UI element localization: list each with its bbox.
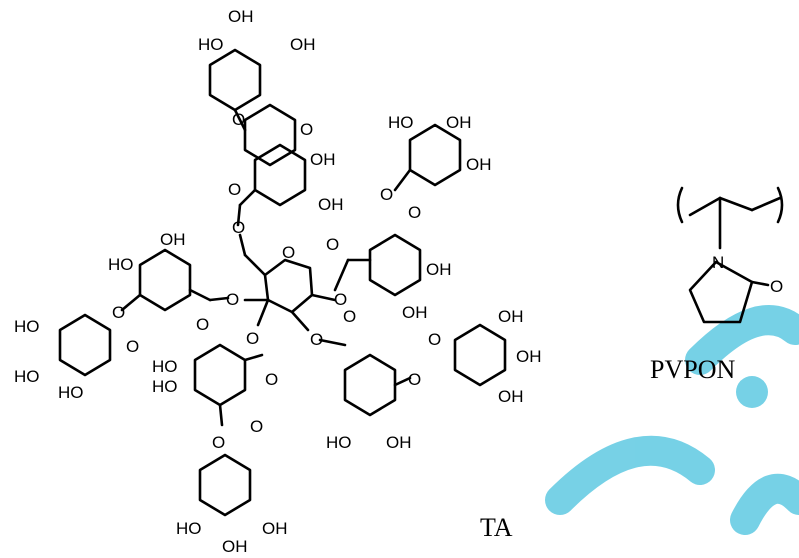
svg-text:O: O bbox=[250, 417, 263, 436]
svg-text:O: O bbox=[228, 180, 241, 199]
svg-text:O: O bbox=[334, 290, 347, 309]
svg-text:HO: HO bbox=[108, 255, 134, 274]
svg-text:HO: HO bbox=[152, 377, 178, 396]
gallate-ring-top1 bbox=[243, 103, 297, 167]
svg-text:OH: OH bbox=[386, 433, 412, 452]
svg-text:O: O bbox=[408, 203, 421, 222]
svg-text:OH: OH bbox=[426, 260, 452, 279]
svg-text:OH: OH bbox=[228, 7, 254, 26]
svg-text:O: O bbox=[408, 370, 421, 389]
svg-text:HO: HO bbox=[14, 367, 40, 386]
svg-text:HO: HO bbox=[152, 357, 178, 376]
gallate-ring-left bbox=[138, 248, 192, 312]
svg-text:OH: OH bbox=[318, 195, 344, 214]
svg-text:OH: OH bbox=[290, 35, 316, 54]
pyrrolidone-ring bbox=[688, 260, 754, 324]
gallate-ring-bottom bbox=[193, 343, 247, 407]
svg-text:O: O bbox=[380, 185, 393, 204]
svg-text:OH: OH bbox=[262, 519, 288, 538]
svg-text:O: O bbox=[212, 433, 225, 452]
gallate-ring-upper-right bbox=[408, 123, 462, 187]
svg-text:O: O bbox=[112, 303, 125, 322]
svg-text:HO: HO bbox=[198, 35, 224, 54]
ring-oxygen: O bbox=[282, 243, 295, 262]
svg-text:O: O bbox=[326, 235, 339, 254]
svg-text:O: O bbox=[226, 290, 239, 309]
label-pvpon: PVPON bbox=[650, 355, 735, 384]
label-ta: TA bbox=[480, 513, 513, 542]
svg-text:OH: OH bbox=[402, 303, 428, 322]
svg-text:OH: OH bbox=[310, 150, 336, 169]
svg-text:HO: HO bbox=[58, 383, 84, 402]
glucose-ring bbox=[263, 258, 314, 314]
svg-text:OH: OH bbox=[222, 537, 248, 556]
gallate-ring-lower-right bbox=[343, 353, 397, 417]
svg-text:OH: OH bbox=[498, 387, 524, 406]
svg-text:O: O bbox=[770, 277, 783, 296]
svg-text:O: O bbox=[126, 337, 139, 356]
svg-text:O: O bbox=[343, 307, 356, 326]
svg-text:O: O bbox=[265, 370, 278, 389]
svg-text:OH: OH bbox=[160, 230, 186, 249]
pvpon-structure: N O bbox=[676, 186, 784, 324]
svg-text:HO: HO bbox=[388, 113, 414, 132]
svg-text:O: O bbox=[232, 218, 245, 237]
svg-text:O: O bbox=[300, 120, 313, 139]
svg-text:OH: OH bbox=[516, 347, 542, 366]
svg-text:HO: HO bbox=[14, 317, 40, 336]
tannic-acid-structure: O O O O O O OH HO OH O O OH OH O HO OH O… bbox=[14, 7, 542, 556]
svg-text:HO: HO bbox=[176, 519, 202, 538]
svg-text:OH: OH bbox=[446, 113, 472, 132]
svg-text:O: O bbox=[232, 110, 245, 129]
svg-text:O: O bbox=[310, 330, 323, 349]
svg-text:O: O bbox=[196, 315, 209, 334]
svg-text:OH: OH bbox=[498, 307, 524, 326]
svg-text:O: O bbox=[428, 330, 441, 349]
svg-text:O: O bbox=[246, 329, 259, 348]
svg-text:HO: HO bbox=[326, 433, 352, 452]
svg-text:OH: OH bbox=[466, 155, 492, 174]
watermark bbox=[545, 305, 799, 535]
